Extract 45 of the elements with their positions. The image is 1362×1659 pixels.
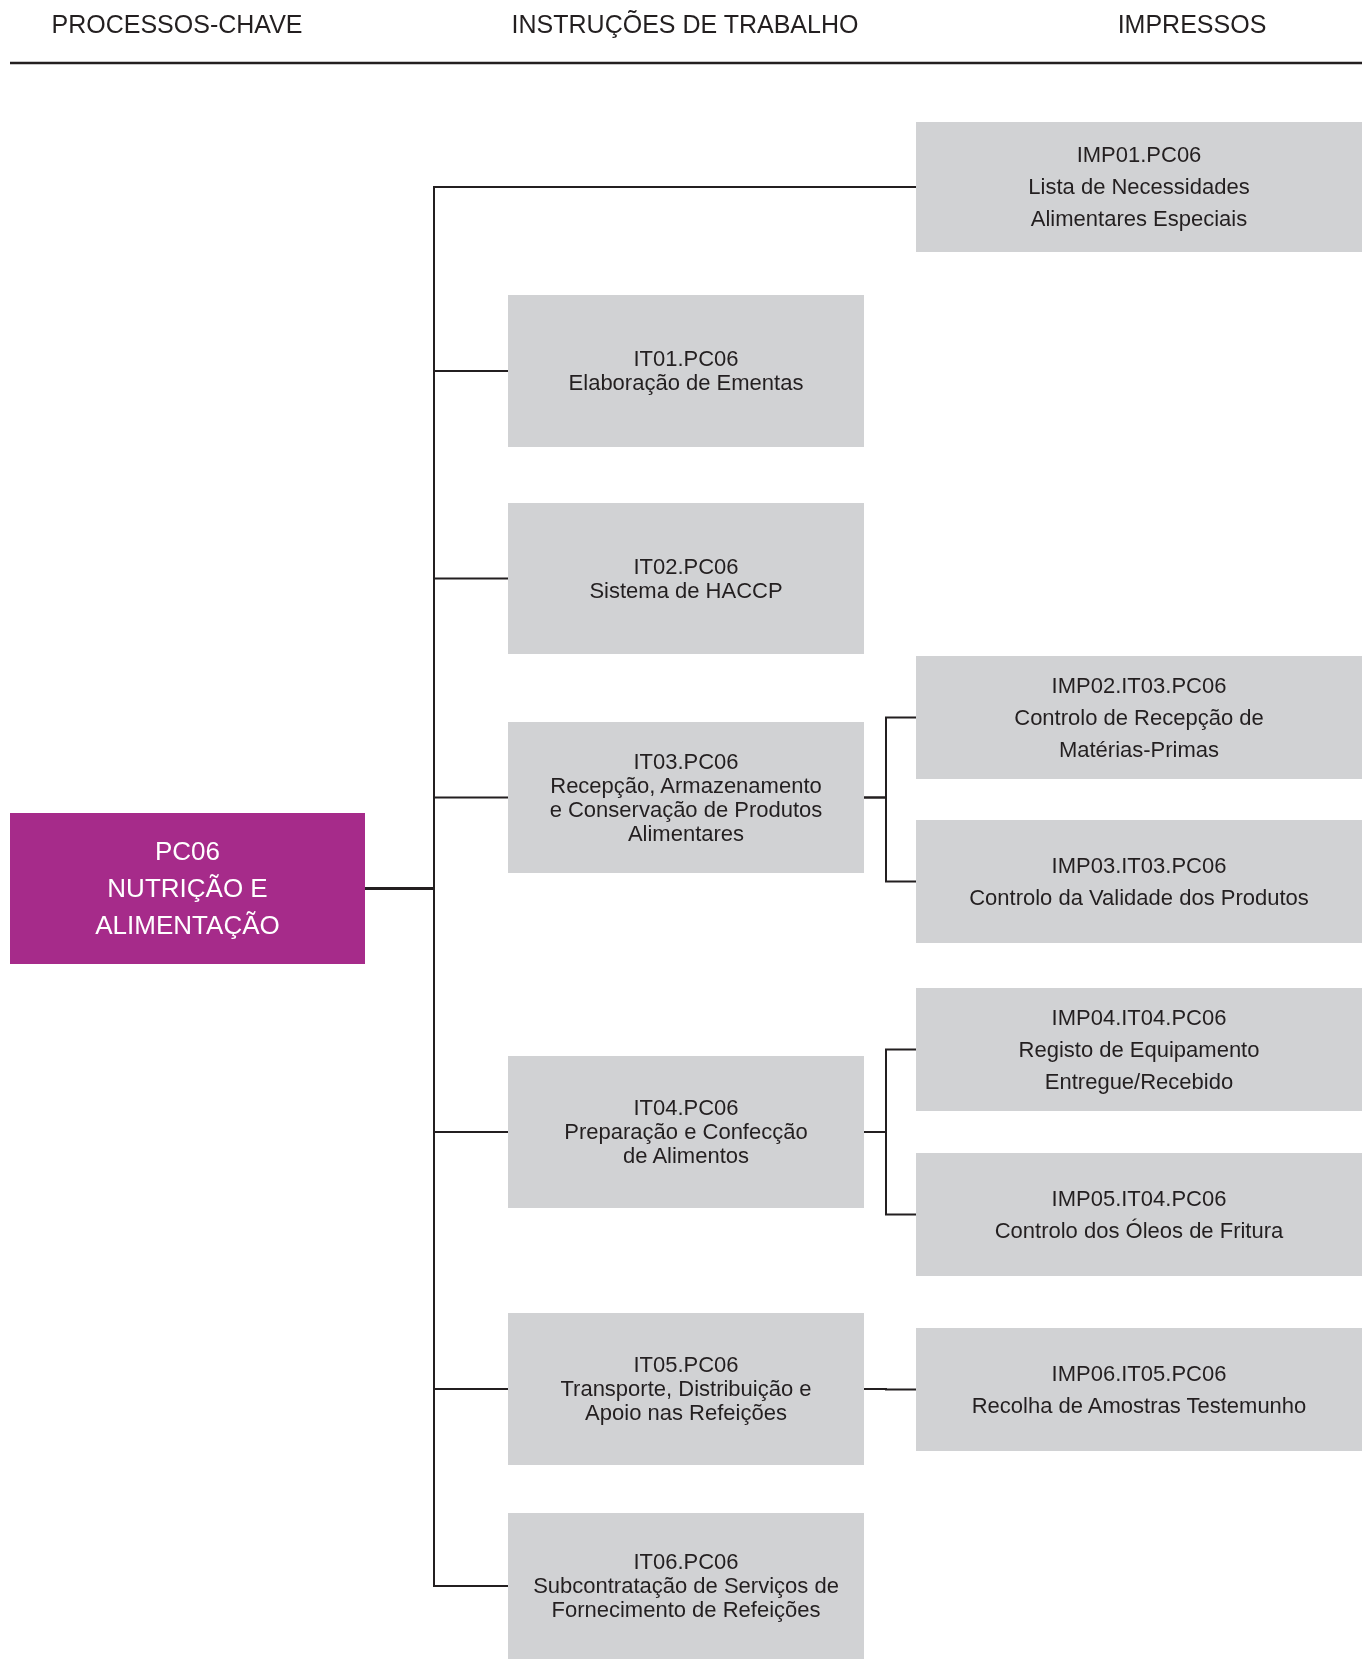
form-box bbox=[916, 988, 1362, 1111]
node-title: Preparação e Confecção de Alimentos bbox=[563, 1120, 809, 1168]
node-title: Controlo da Validade dos Produtos bbox=[969, 883, 1309, 912]
node-title: Elaboração de Ementas bbox=[568, 371, 804, 395]
node-code: IT06.PC06 bbox=[633, 1550, 739, 1574]
instruction-box bbox=[508, 1313, 864, 1465]
form-box bbox=[916, 1153, 1362, 1276]
instruction-box bbox=[508, 503, 864, 654]
node-title: Transporte, Distribuição e Apoio nas Refeições bbox=[559, 1377, 813, 1425]
process-box bbox=[10, 813, 365, 964]
column-heading: PROCESSOS-CHAVE bbox=[51, 10, 303, 39]
node-title: Controlo de Recepção de Matérias-Primas bbox=[1013, 703, 1265, 764]
node-title: Recepção, Armazenamento e Conservação de Produtos Alimentares bbox=[548, 773, 824, 846]
form-box bbox=[916, 122, 1362, 252]
connector-line bbox=[863, 1388, 917, 1391]
node-code: IMP06.IT05.PC06 bbox=[1051, 1359, 1227, 1388]
instruction-box bbox=[508, 1513, 864, 1659]
node-title: Lista de Necessidades Alimentares Especiais bbox=[1027, 173, 1251, 233]
instruction-box bbox=[508, 1056, 864, 1208]
form-box bbox=[916, 656, 1362, 779]
instruction-box bbox=[508, 722, 864, 873]
node-code: IMP02.IT03.PC06 bbox=[1051, 671, 1227, 700]
node-code: IMP04.IT04.PC06 bbox=[1051, 1003, 1227, 1032]
node-title: Subcontratação de Serviços de Fornecimento de Refeições bbox=[532, 1574, 840, 1622]
form-box bbox=[916, 1328, 1362, 1451]
node-code: IMP03.IT03.PC06 bbox=[1051, 851, 1227, 880]
node-code: IMP01.PC06 bbox=[1076, 141, 1202, 169]
connector-line bbox=[863, 1131, 917, 1216]
node-title: Controlo dos Óleos de Fritura bbox=[994, 1216, 1284, 1245]
instruction-box bbox=[508, 295, 864, 447]
node-title: NUTRIÇÃO E ALIMENTAÇÃO bbox=[94, 872, 281, 942]
connector-line bbox=[863, 796, 917, 883]
node-code: IT02.PC06 bbox=[633, 554, 739, 579]
node-code: IT01.PC06 bbox=[633, 347, 739, 371]
node-code: IT03.PC06 bbox=[633, 749, 739, 774]
node-code: IT05.PC06 bbox=[633, 1353, 739, 1377]
node-title: Sistema de HACCP bbox=[589, 578, 783, 603]
column-heading: INSTRUÇÕES DE TRABALHO bbox=[511, 10, 859, 39]
node-code: PC06 bbox=[154, 835, 220, 868]
node-title: Recolha de Amostras Testemunho bbox=[971, 1391, 1307, 1420]
node-title: Registo de Equipamento Entregue/Recebido bbox=[1017, 1035, 1261, 1096]
node-code: IT04.PC06 bbox=[633, 1096, 739, 1120]
form-box bbox=[916, 820, 1362, 943]
column-heading: IMPRESSOS bbox=[1117, 10, 1267, 39]
node-code: IMP05.IT04.PC06 bbox=[1051, 1184, 1227, 1213]
